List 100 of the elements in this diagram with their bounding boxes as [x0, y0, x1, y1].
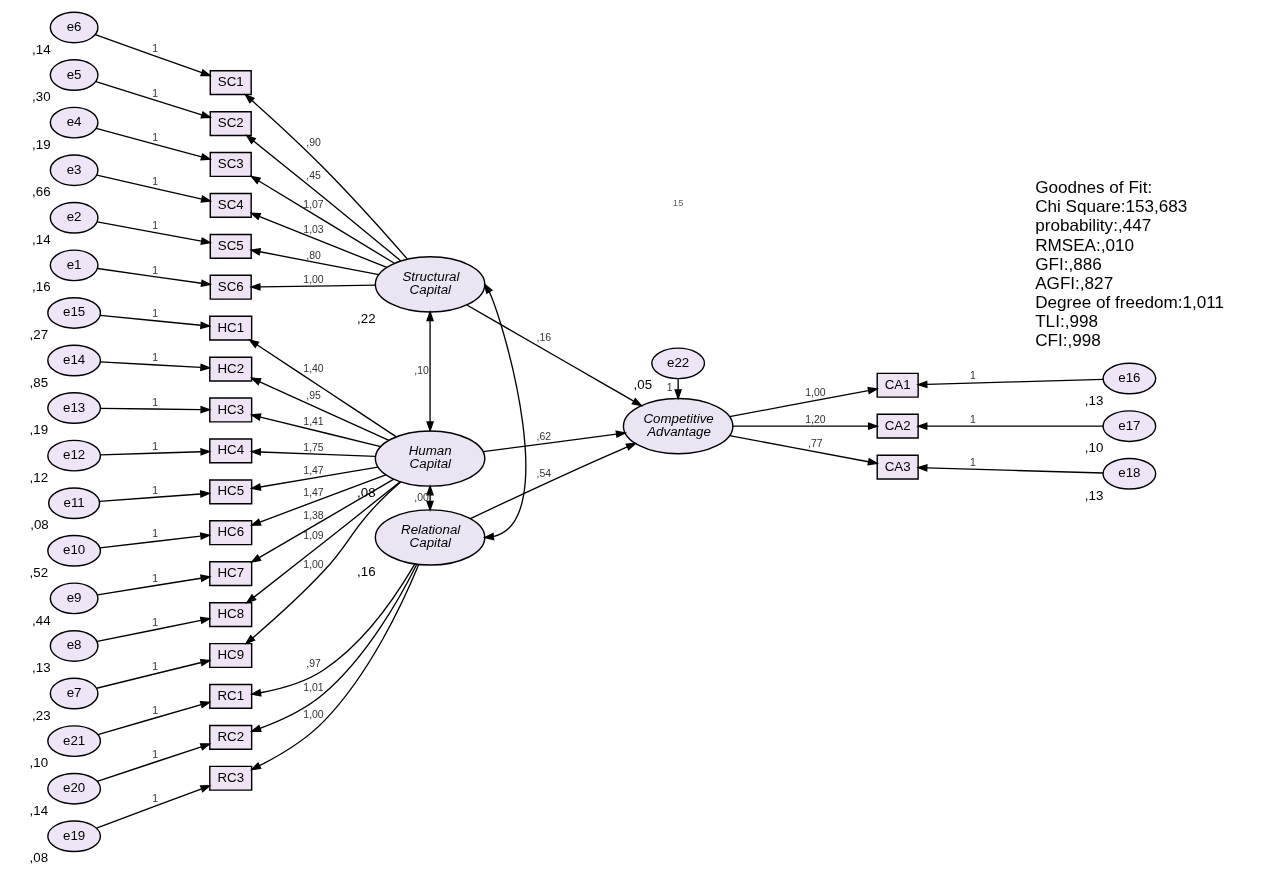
edge-label: 1 — [152, 660, 158, 672]
node-label: ,85 — [29, 374, 49, 390]
label: Goodnes of Fit: — [1035, 178, 1153, 198]
label: CFI:,998 — [1035, 330, 1101, 350]
node-ellipse: Relational Capital — [374, 509, 486, 566]
node-box: SC5 — [209, 233, 252, 259]
node-label: ,13 — [1084, 392, 1104, 408]
arrow — [249, 413, 382, 448]
edge-label: 1 — [152, 792, 158, 804]
label: probability:,447 — [1035, 216, 1152, 236]
arrow — [249, 377, 390, 441]
arrow — [97, 701, 212, 736]
node-ellipse: e14 — [47, 344, 102, 377]
node-label: ,30 — [32, 89, 51, 105]
node-box: SC4 — [209, 192, 252, 218]
edge-label: 1 — [152, 528, 158, 540]
node-box: HC7 — [209, 561, 253, 587]
arrow — [244, 481, 402, 645]
arrow — [249, 248, 380, 276]
node-label: ,22 — [357, 310, 376, 326]
node-label: ,16 — [32, 279, 51, 295]
node-ellipse: e8 — [49, 630, 99, 662]
arrow — [95, 80, 213, 119]
node-ellipse: e16 — [1102, 362, 1157, 395]
edge-label: 1,41 — [303, 416, 324, 428]
node-label: ,66 — [32, 184, 51, 200]
edge-label: 1,00 — [303, 274, 324, 286]
arrow — [916, 422, 1104, 431]
arrow — [469, 442, 638, 520]
edge-label: ,97 — [306, 657, 321, 669]
arrow — [96, 574, 212, 596]
node-ellipse: e4 — [49, 106, 99, 139]
node-label: ,19 — [29, 422, 49, 438]
label: Chi Square:153,683 — [1035, 197, 1188, 217]
node-ellipse: e3 — [49, 154, 99, 187]
label: Degree of freedom:1,011 — [1035, 292, 1225, 312]
node-box: CA1 — [876, 372, 919, 398]
node-label: ,08 — [30, 517, 49, 533]
label: 15 — [672, 196, 684, 208]
arrow — [99, 314, 212, 330]
edge-label: 1,47 — [303, 464, 324, 476]
edge-label: 1,20 — [805, 414, 826, 426]
edge-label: 1 — [969, 414, 976, 426]
arrow — [95, 127, 212, 161]
arrow — [482, 282, 527, 541]
arrow — [249, 563, 418, 732]
node-label: ,27 — [29, 327, 49, 343]
node-label: ,44 — [32, 612, 51, 628]
edge-label: 1 — [969, 370, 976, 382]
edge-label: ,45 — [306, 169, 321, 181]
edge-label: ,62 — [536, 431, 552, 443]
node-box: HC6 — [209, 520, 253, 546]
edge-label: ,90 — [306, 137, 321, 149]
node-box: SC6 — [209, 274, 252, 300]
node-ellipse: e15 — [47, 296, 102, 329]
edge-label: 1,38 — [303, 510, 324, 522]
arrow — [99, 405, 212, 414]
arrow — [732, 422, 880, 431]
arrow — [249, 478, 395, 563]
edge-label: ,77 — [808, 437, 823, 449]
edge-label: 1,00 — [805, 387, 826, 399]
arrow — [96, 616, 212, 643]
node-label: ,14 — [29, 802, 49, 818]
arrow — [95, 658, 212, 689]
edge-label: 1 — [152, 749, 158, 761]
node-ellipse: e13 — [47, 392, 102, 425]
arrow — [249, 212, 388, 269]
edge-label: 1,40 — [303, 362, 324, 374]
node-ellipse: e19 — [47, 820, 102, 853]
edge-label: ,54 — [536, 468, 552, 480]
edge-label: 1,75 — [303, 441, 324, 453]
arrow — [426, 309, 434, 433]
node-label: ,13 — [32, 660, 51, 676]
edge-label: 1 — [152, 484, 158, 496]
edge-label: 1 — [152, 43, 158, 55]
arrow — [728, 386, 880, 418]
edge-label: 1 — [152, 220, 158, 231]
node-ellipse: e2 — [49, 201, 99, 234]
node-box: HC4 — [209, 438, 253, 464]
arrow — [249, 563, 420, 771]
node-label: ,14 — [32, 41, 51, 57]
node-label: ,08 — [29, 850, 49, 866]
edge-label: 1 — [969, 456, 976, 468]
node-ellipse: e11 — [47, 487, 101, 520]
label: GFI:,886 — [1035, 254, 1102, 274]
arrow — [98, 490, 212, 503]
edge-label: 1 — [666, 382, 673, 394]
arrow — [99, 447, 212, 456]
edge-label: 1 — [152, 396, 158, 408]
edge-label: 1 — [152, 352, 158, 364]
arrow — [916, 464, 1104, 474]
node-box: CA2 — [876, 413, 919, 439]
node-label: ,05 — [633, 377, 653, 393]
node-box: RC1 — [209, 683, 253, 709]
node-label: ,16 — [357, 563, 376, 579]
node-ellipse: e7 — [49, 677, 99, 710]
node-ellipse: e21 — [47, 725, 102, 758]
arrow — [249, 282, 376, 291]
edge-label: ,95 — [306, 390, 321, 402]
node-label: ,52 — [29, 564, 49, 580]
